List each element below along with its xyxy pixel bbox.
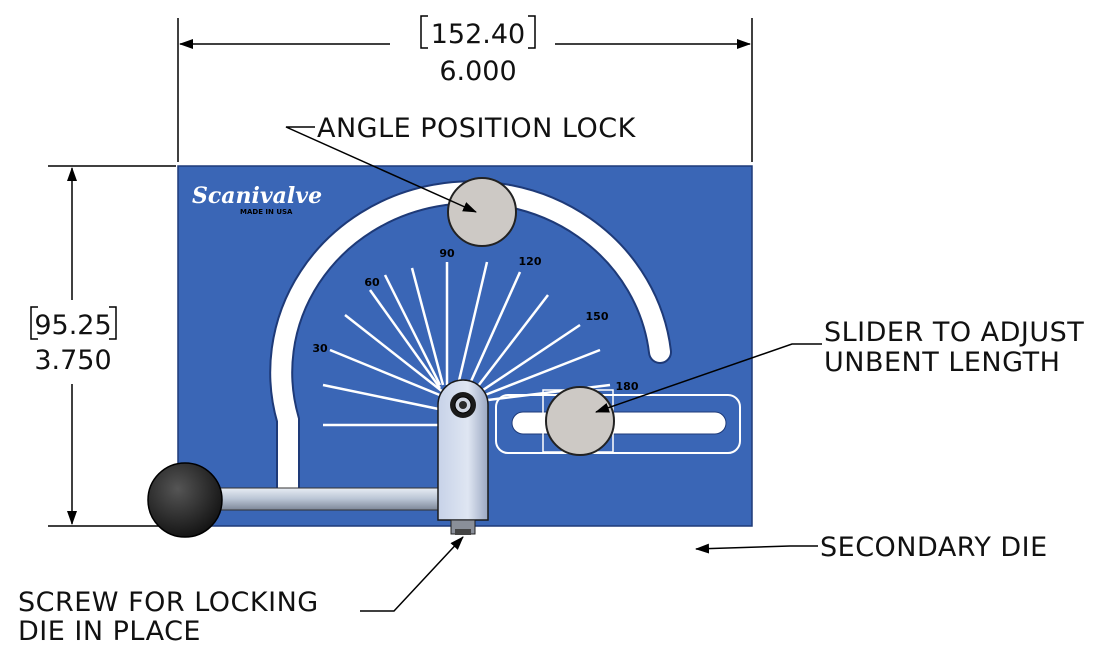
callout-slider-label-line1: SLIDER TO ADJUST bbox=[824, 317, 1084, 348]
scale-label-150: 150 bbox=[586, 310, 609, 323]
pivot-arm[interactable] bbox=[437, 379, 489, 535]
callout-screw: SCREW FOR LOCKING DIE IN PLACE bbox=[18, 536, 464, 647]
width-dimension: 152.40 6.000 bbox=[177, 15, 753, 162]
handle-knob[interactable] bbox=[147, 462, 223, 538]
scale-label-30: 30 bbox=[312, 342, 328, 355]
slider-knob[interactable] bbox=[545, 386, 615, 456]
handle-rod[interactable] bbox=[213, 487, 443, 511]
die-plate: 30 60 90 120 150 180 Scanivalve MADE IN … bbox=[177, 165, 753, 527]
callout-secondary-die: SECONDARY DIE bbox=[695, 532, 1048, 563]
height-metric-label: 95.25 bbox=[34, 310, 111, 341]
width-imperial-label: 6.000 bbox=[439, 56, 516, 87]
height-imperial-label: 3.750 bbox=[34, 345, 111, 376]
callout-secondary-die-label: SECONDARY DIE bbox=[820, 532, 1048, 563]
angle-position-lock-knob[interactable] bbox=[447, 177, 517, 247]
callout-slider: SLIDER TO ADJUST UNBENT LENGTH bbox=[595, 317, 1084, 413]
slider-slot bbox=[511, 411, 727, 435]
handle[interactable] bbox=[147, 462, 443, 538]
scale-label-120: 120 bbox=[519, 255, 542, 268]
scale-label-90: 90 bbox=[439, 247, 455, 260]
callout-angle-lock-label: ANGLE POSITION LOCK bbox=[317, 113, 637, 144]
width-metric-label: 152.40 bbox=[431, 19, 525, 50]
slider-slot-frame bbox=[495, 394, 741, 454]
callout-angle-lock: ANGLE POSITION LOCK bbox=[285, 113, 637, 213]
callout-screw-label-line2: DIE IN PLACE bbox=[18, 616, 201, 647]
height-dimension: 95.25 3.750 bbox=[30, 165, 176, 527]
scale-label-180: 180 bbox=[616, 380, 639, 393]
callout-screw-label-line1: SCREW FOR LOCKING bbox=[18, 587, 319, 618]
arc-slot bbox=[271, 182, 670, 498]
callout-slider-label-line2: UNBENT LENGTH bbox=[824, 347, 1060, 378]
brand-sub-label: MADE IN USA bbox=[240, 208, 293, 216]
angle-scale-lines bbox=[322, 261, 611, 427]
brand-logo: Scanivalve bbox=[192, 183, 322, 209]
scale-label-60: 60 bbox=[364, 276, 380, 289]
angle-scale-labels: 30 60 90 120 150 180 bbox=[312, 247, 638, 393]
